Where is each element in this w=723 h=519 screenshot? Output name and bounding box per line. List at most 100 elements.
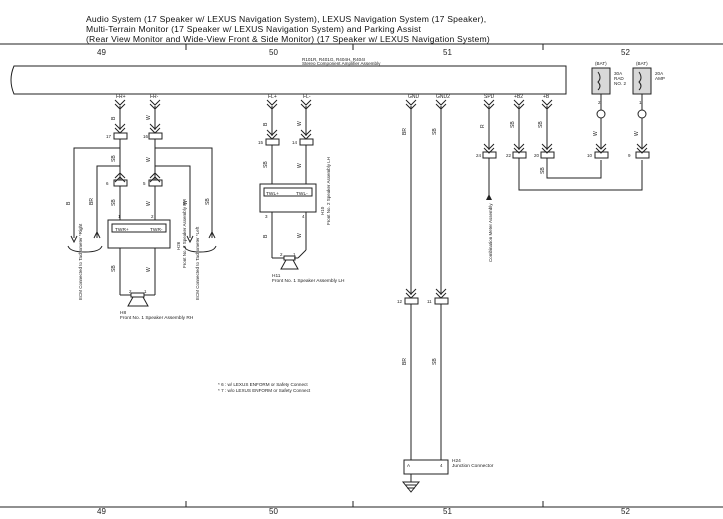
amplifier-code: R101R, R401G, R404H, R404I <box>302 57 365 62</box>
ecm-note-left: ECM Connected to Tachometer *Right <box>78 223 83 300</box>
svg-text:B: B <box>263 234 269 238</box>
tweeter-rh-name: Front No. 2 Speaker Assembly RH <box>182 199 187 268</box>
svg-text:(BAT): (BAT) <box>636 61 648 66</box>
svg-text:SB: SB <box>538 121 544 128</box>
svg-text:3: 3 <box>265 214 268 219</box>
amplifier-assembly: R101R, R401G, R404H, R404I Stereo Compon… <box>10 57 567 100</box>
amplifier-name: Stereo Component Amplifier Assembly <box>302 61 381 66</box>
fuse-amp-amp: 20A <box>655 71 664 76</box>
tweeter-lh-minus: TWL- <box>296 191 308 197</box>
tweeter-rh-plus: TWR+ <box>115 227 129 233</box>
svg-text:BR: BR <box>89 198 95 205</box>
fuse-rad-no2 <box>591 67 611 95</box>
svg-text:1: 1 <box>118 214 121 219</box>
svg-text:BR: BR <box>402 128 408 135</box>
svg-text:6: 6 <box>106 181 109 186</box>
svg-text:B: B <box>111 116 117 120</box>
header-line-3: (Rear View Monitor and Wide-View Front &… <box>86 34 490 44</box>
speaker-rh-code: H8 <box>120 310 126 316</box>
fuse-circuit: (BAT) (BAT) 30A RAD NO. 2 20A AMP 2 1 W … <box>587 61 665 159</box>
svg-text:2: 2 <box>598 100 601 105</box>
lh-speaker-circuit: B W 15 14 SB W TWL+ TWL- 3 4 H10 Front N… <box>258 106 345 284</box>
tweeter-rh-minus: TWR- <box>150 227 163 233</box>
svg-text:SB: SB <box>111 155 117 162</box>
svg-text:24: 24 <box>476 153 482 158</box>
svg-text:W: W <box>297 233 303 238</box>
svg-text:(BAT): (BAT) <box>595 61 607 66</box>
pin-fr-plus: FR+ <box>116 94 126 100</box>
column-label-50: 50 <box>269 48 278 57</box>
svg-text:16: 16 <box>143 134 149 139</box>
svg-text:W: W <box>297 121 303 126</box>
svg-text:15: 15 <box>258 140 264 145</box>
svg-text:4: 4 <box>302 214 305 219</box>
tweeter-rh-code: H26 <box>176 241 181 250</box>
svg-text:A: A <box>407 463 410 468</box>
fuse-amp <box>632 67 652 95</box>
svg-text:SB: SB <box>111 199 117 206</box>
svg-text:W: W <box>146 157 152 162</box>
svg-text:SB: SB <box>263 161 269 168</box>
pin-gnd2: GND2 <box>436 94 450 100</box>
pin-gnd: GND <box>408 94 420 100</box>
amp-connector-symbols <box>114 99 553 110</box>
column-label-51: 51 <box>443 48 452 57</box>
svg-text:W: W <box>183 200 189 205</box>
svg-text:R: R <box>480 124 486 128</box>
pin-fr-minus: FR- <box>150 94 159 100</box>
svg-text:12: 12 <box>397 299 403 304</box>
junction-code: H24 <box>452 458 461 464</box>
svg-text:W: W <box>146 267 152 272</box>
svg-text:W: W <box>634 131 640 136</box>
svg-text:1: 1 <box>144 289 147 294</box>
ecm-note-right: ECM Connected to Tachometer *Left <box>195 226 200 300</box>
column-label-52-bottom: 52 <box>621 507 630 516</box>
ground-icon <box>401 481 421 493</box>
junction-connector-box <box>403 459 449 475</box>
svg-text:SB: SB <box>510 121 516 128</box>
svg-text:2: 2 <box>129 289 132 294</box>
column-label-51-bottom: 51 <box>443 507 452 516</box>
pin-spd: SPD <box>484 94 495 100</box>
tweeter-lh-plus: TWL+ <box>266 191 279 197</box>
svg-text:SB: SB <box>540 167 546 174</box>
pin-fl-minus: FL- <box>303 94 311 100</box>
column-label-50-bottom: 50 <box>269 507 278 516</box>
tweeter-rh-box <box>107 219 171 249</box>
rh-speaker-circuit: B W 17 16 SB W B BR W SB ECM Connected t… <box>66 106 217 321</box>
svg-text:14: 14 <box>292 140 298 145</box>
svg-text:W: W <box>593 131 599 136</box>
svg-text:SB: SB <box>111 265 117 272</box>
svg-text:5: 5 <box>143 181 146 186</box>
svg-text:22: 22 <box>506 153 512 158</box>
junction-name: Junction Connector <box>452 463 494 469</box>
column-label-52: 52 <box>621 48 630 57</box>
header-line-2: Multi-Terrain Monitor (17 Speaker w/ LEX… <box>86 24 422 34</box>
svg-text:BR: BR <box>402 358 408 365</box>
svg-text:1: 1 <box>293 252 296 257</box>
svg-text:20: 20 <box>534 153 540 158</box>
svg-text:W: W <box>297 163 303 168</box>
svg-text:W: W <box>146 201 152 206</box>
svg-text:2: 2 <box>151 214 154 219</box>
speaker-rh-name: Front No. 1 Speaker Assembly RH <box>120 315 194 321</box>
svg-text:SB: SB <box>432 128 438 135</box>
svg-text:2: 2 <box>280 252 283 257</box>
svg-text:1: 1 <box>639 100 642 105</box>
tweeter-lh-code: H10 <box>320 206 325 215</box>
svg-text:SB: SB <box>432 358 438 365</box>
column-label-49: 49 <box>97 48 106 57</box>
tweeter-lh-box <box>259 183 317 213</box>
pin-b2: +B2 <box>514 94 523 100</box>
svg-text:B: B <box>263 122 269 126</box>
fuse-rad-sub: NO. 2 <box>614 81 626 86</box>
footnotes: * 6 : w/ LEXUS ENFORM or Safety Connect … <box>218 382 311 393</box>
speaker-lh-icon <box>280 255 299 270</box>
diagram-header: Audio System (17 Speaker w/ LEXUS Naviga… <box>0 0 723 44</box>
svg-text:4: 4 <box>440 463 443 468</box>
note-2: * 7 : w/o LEXUS ENFORM or Safety Connect <box>218 388 311 393</box>
svg-text:B: B <box>66 201 72 205</box>
fuse-rad-amp: 30A <box>614 71 623 76</box>
svg-text:SB: SB <box>205 198 211 205</box>
tweeter-lh-name: Front No. 2 Speaker Assembly LH <box>326 157 331 225</box>
